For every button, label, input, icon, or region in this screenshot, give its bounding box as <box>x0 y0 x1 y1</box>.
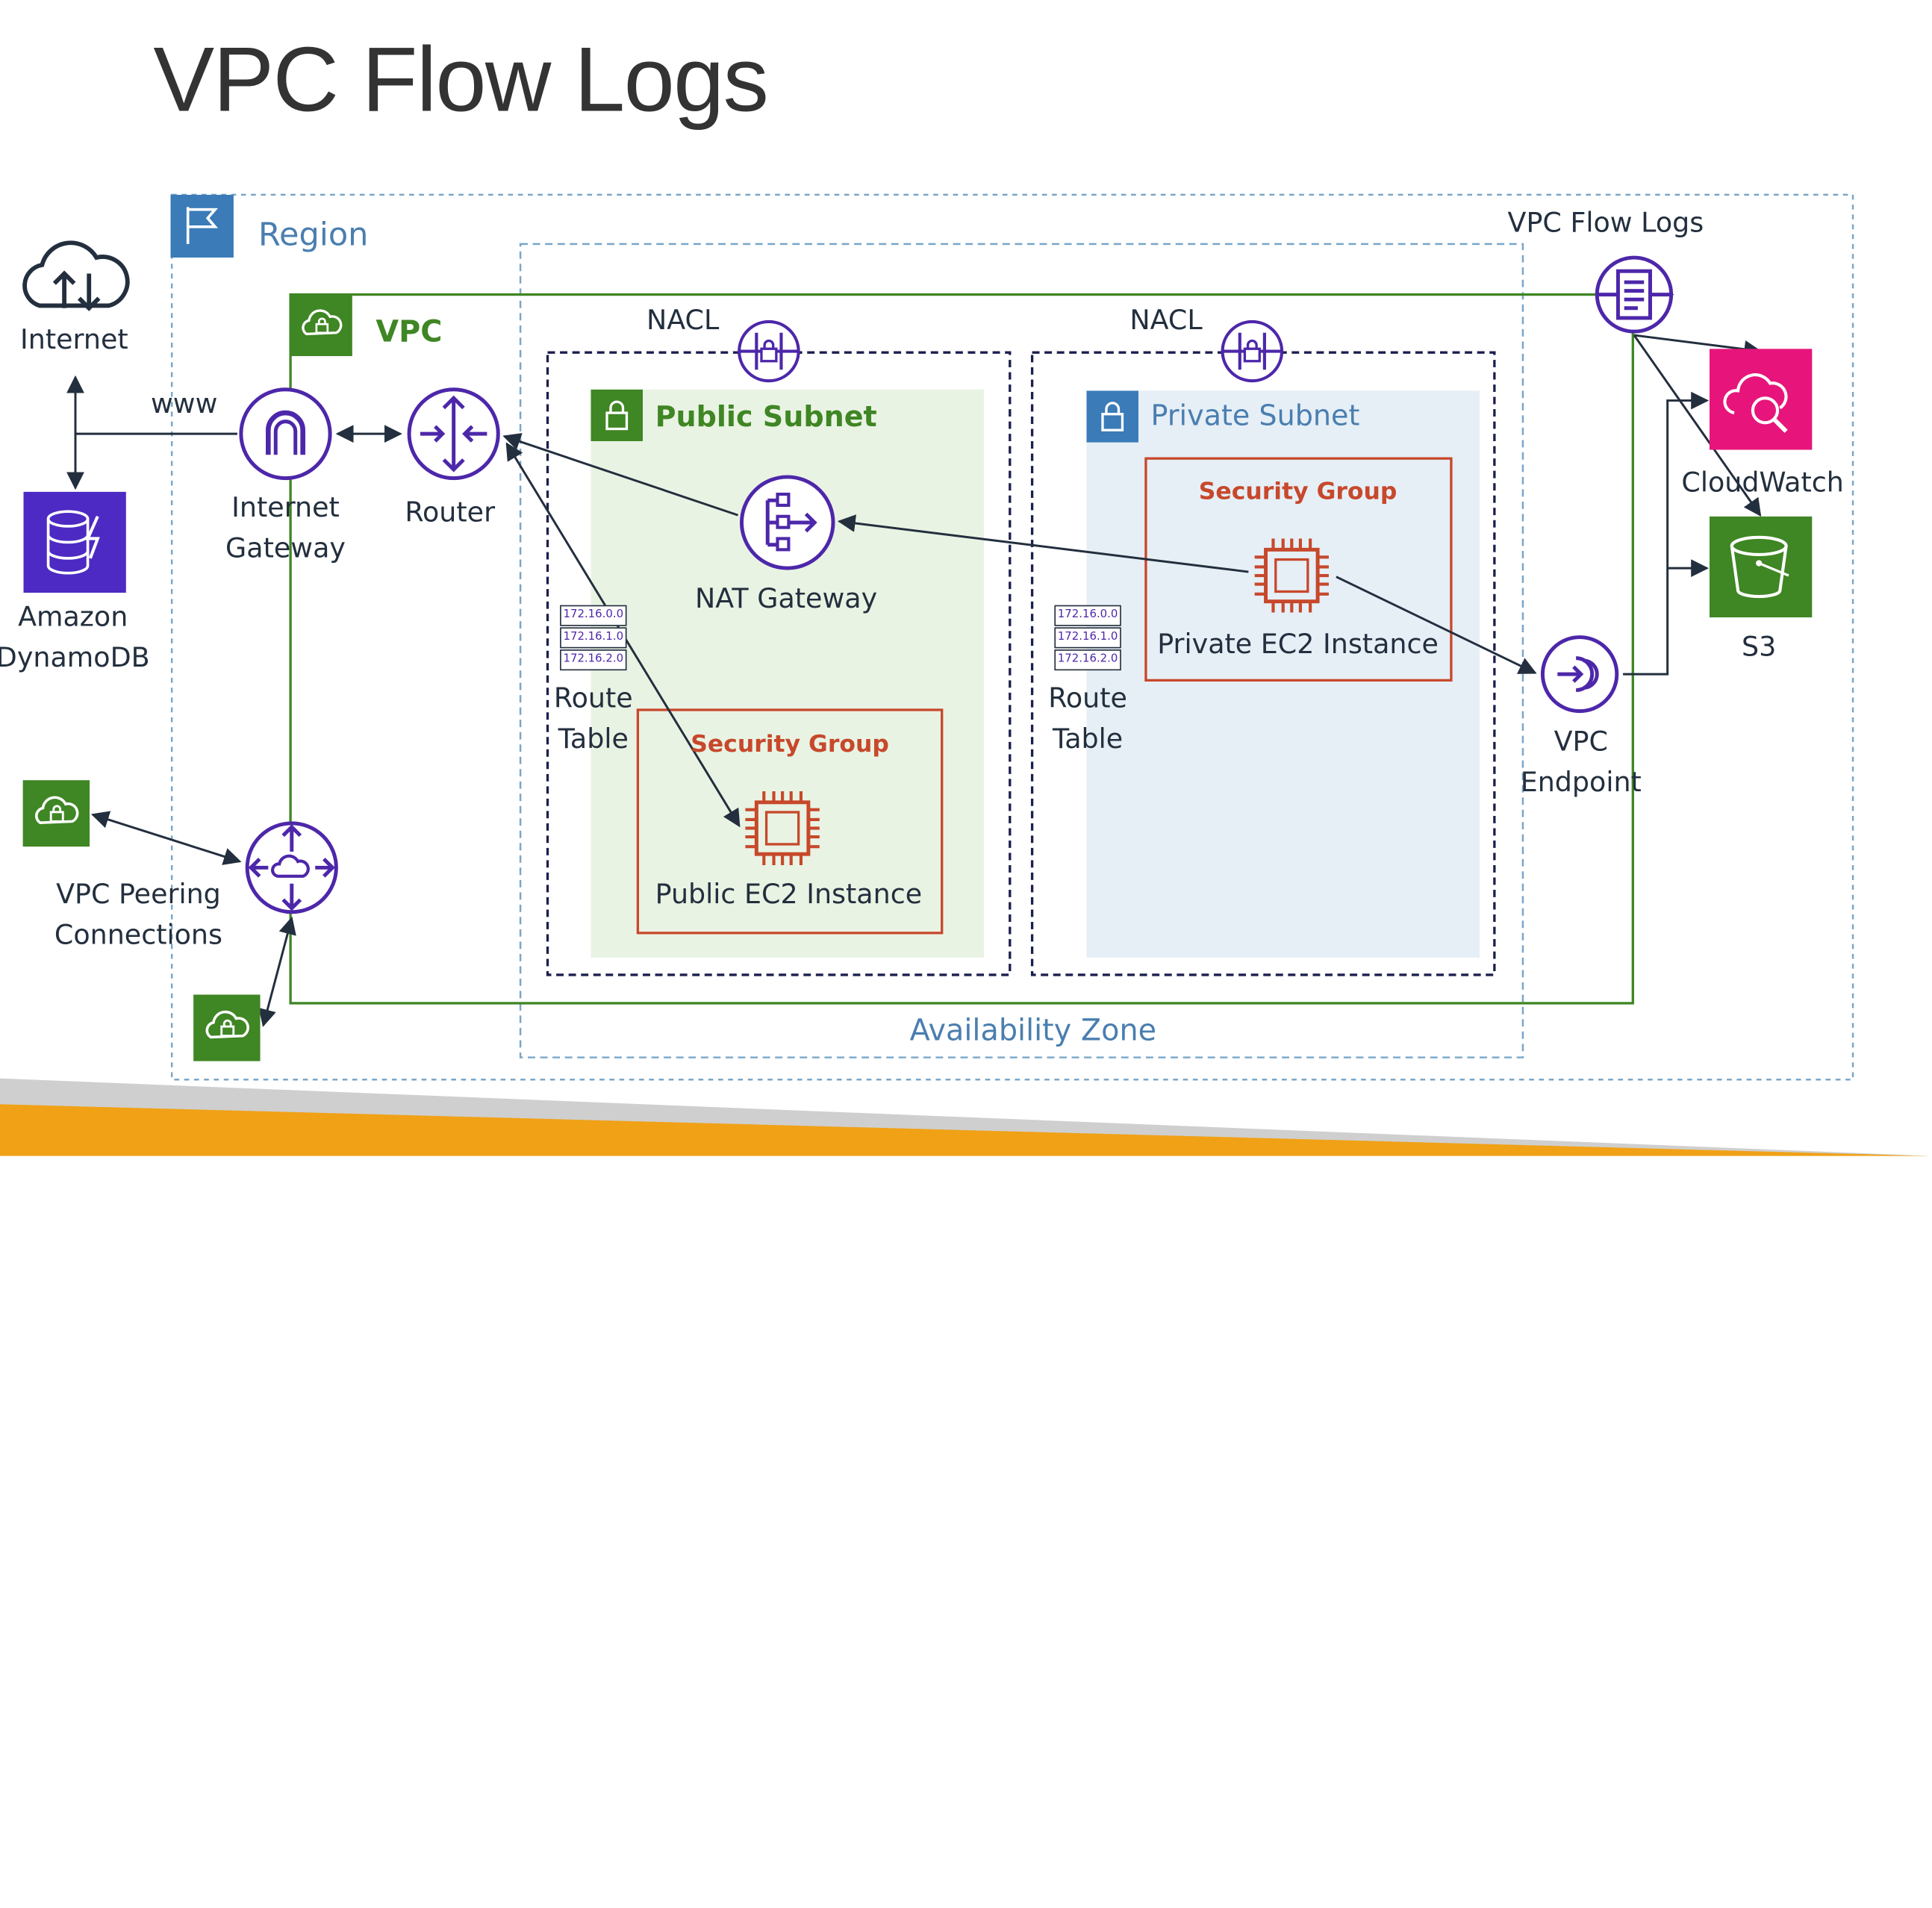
router-label: Router <box>405 498 496 529</box>
route-entry: 172.16.0.0 <box>1054 605 1121 626</box>
private-ec2-label: Private EC2 Instance <box>1157 629 1439 661</box>
vpc-peering-label-line2: Connections <box>54 920 223 952</box>
line-flowlogs-cloudwatch <box>1633 334 1763 358</box>
public-ec2-label: Public EC2 Instance <box>655 879 923 911</box>
private-subnet-lock-icon <box>1086 390 1138 443</box>
vpc-peering-label-line1: VPC Peering <box>56 879 221 911</box>
igw-label-line1: Internet <box>231 493 340 524</box>
public-subnet-lock-icon <box>590 389 644 442</box>
route-table-private-icon: 172.16.0.0 172.16.1.0 172.16.2.0 <box>1054 605 1121 671</box>
route-entry: 172.16.0.0 <box>560 605 627 626</box>
nat-gateway-label: NAT Gateway <box>695 584 878 615</box>
router-icon <box>407 387 500 481</box>
availability-zone-label: Availability Zone <box>909 1013 1157 1048</box>
dynamodb-label-line1: Amazon <box>18 602 128 634</box>
page-title: VPC Flow Logs <box>153 28 769 131</box>
route-table-public-label-line1: Route <box>553 684 633 715</box>
route-entry: 172.16.1.0 <box>1054 627 1121 649</box>
public-subnet-label: Public Subnet <box>655 402 877 434</box>
sg-private-label: Security Group <box>1198 478 1397 505</box>
route-table-private-label-line1: Route <box>1048 684 1127 715</box>
www-label: www <box>151 389 218 420</box>
vpc-endpoint-label-line2: Endpoint <box>1520 767 1642 799</box>
route-table-public-icon: 172.16.0.0 172.16.1.0 172.16.2.0 <box>560 605 627 671</box>
route-table-private-label-line2: Table <box>1053 724 1124 756</box>
nacl-public-icon <box>738 319 800 383</box>
vpc-flow-logs-label: VPC Flow Logs <box>1507 208 1704 240</box>
nat-gateway-icon <box>739 475 835 570</box>
route-entry: 172.16.1.0 <box>560 627 627 649</box>
line-peering-vpc-2 <box>258 916 296 1027</box>
vpc-cloud-icon <box>290 294 352 357</box>
nacl-private-icon <box>1221 319 1284 383</box>
s3-bucket-icon <box>1709 516 1813 618</box>
igw-label-line2: Gateway <box>225 533 346 565</box>
vpc-peering-icon <box>245 821 338 914</box>
diagram-canvas <box>0 193 1932 1156</box>
line-peering-vpc-1 <box>90 811 242 865</box>
line-endpoint-cloudwatch <box>1623 391 1710 676</box>
dynamodb-icon <box>23 491 126 593</box>
vpc-endpoint-label-line1: VPC <box>1554 727 1608 758</box>
private-subnet-label: Private Subnet <box>1150 400 1360 433</box>
route-table-public-label-line2: Table <box>558 724 629 756</box>
vpc-label: VPC <box>376 314 443 349</box>
s3-label: S3 <box>1742 632 1777 664</box>
internet-gateway-icon <box>239 387 332 481</box>
line-private-ec2-nat <box>837 514 1249 573</box>
region-boundary <box>170 193 1854 1081</box>
private-subnet-area <box>1086 390 1480 958</box>
region-flag-icon <box>170 194 234 258</box>
vpc-flow-logs-icon <box>1595 255 1674 334</box>
region-label: Region <box>258 216 369 255</box>
line-private-ec2-endpoint <box>1336 576 1537 674</box>
sg-public-label: Security Group <box>691 731 889 758</box>
line-flowlogs-s3 <box>1633 334 1762 517</box>
public-ec2-chip-icon <box>745 791 820 866</box>
nacl-private-label: NACL <box>1129 305 1203 337</box>
nacl-private-boundary <box>1030 351 1496 976</box>
footer-orange-band <box>0 1104 1932 1156</box>
sg-private-box <box>1144 457 1453 682</box>
cloudwatch-icon <box>1709 349 1813 450</box>
peer-vpc-icon-left <box>22 780 90 847</box>
route-entry: 172.16.2.0 <box>560 649 627 671</box>
cloudwatch-label: CloudWatch <box>1681 468 1844 499</box>
route-entry: 172.16.2.0 <box>1054 649 1121 671</box>
nacl-public-label: NACL <box>646 305 720 337</box>
private-ec2-chip-icon <box>1254 538 1329 613</box>
vpc-endpoint-icon <box>1540 635 1619 714</box>
internet-cloud-icon <box>22 240 130 311</box>
internet-label: Internet <box>20 325 128 357</box>
peer-vpc-icon-bottom <box>193 994 261 1061</box>
dynamodb-label-line2: DynamoDB <box>0 643 150 675</box>
vpc-boundary <box>289 293 1634 1005</box>
